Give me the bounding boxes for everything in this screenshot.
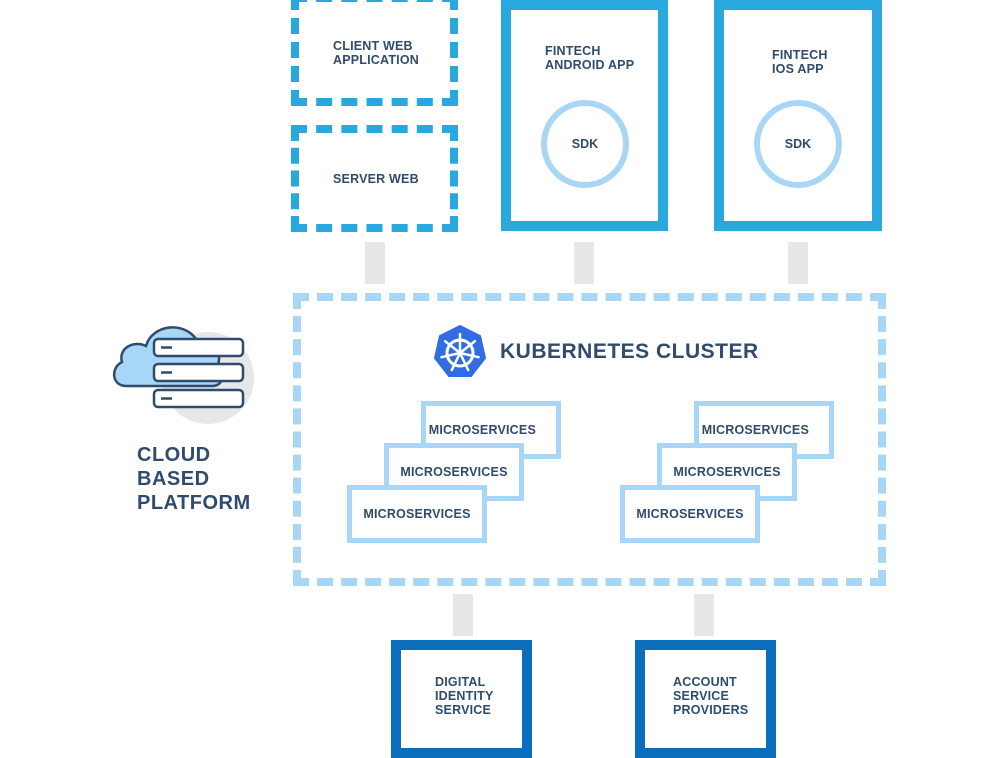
android-app-box: [501, 0, 668, 231]
microservice-box-right-front: MICROSERVICES: [620, 485, 760, 543]
kubernetes-cluster-box: [293, 293, 886, 586]
server-web-label: SERVER WEB: [333, 172, 419, 186]
microservice-box-left-front: MICROSERVICES: [347, 485, 487, 543]
kubernetes-cluster-title: KUBERNETES CLUSTER: [500, 340, 759, 363]
digital-identity-service-box: [391, 640, 532, 758]
client-web-application-box: [291, 0, 458, 106]
digital-identity-service-label: DIGITAL IDENTITY SERVICE: [435, 675, 494, 717]
ios-sdk-label: SDK: [784, 137, 812, 151]
android-sdk-label: SDK: [571, 137, 599, 151]
android-sdk-circle: SDK: [541, 100, 629, 188]
connector-web-cluster: [365, 242, 385, 284]
ios-app-label: FINTECH IOS APP: [772, 48, 828, 76]
ios-app-box: [714, 0, 882, 231]
ios-sdk-circle: SDK: [754, 100, 842, 188]
cloud-platform-label: CLOUD BASED PLATFORM: [137, 444, 251, 514]
connector-ios-cluster: [788, 242, 808, 284]
connector-android-cluster: [574, 242, 594, 284]
connector-cluster-identity: [453, 594, 473, 636]
connector-cluster-account: [694, 594, 714, 636]
android-app-label: FINTECH ANDROID APP: [545, 44, 635, 72]
account-service-providers-label: ACCOUNT SERVICE PROVIDERS: [673, 675, 749, 717]
kubernetes-icon: [432, 324, 488, 380]
server-web-box: [291, 125, 458, 232]
cloud-server-icon: [108, 310, 258, 430]
client-web-application-label: CLIENT WEB APPLICATION: [333, 39, 419, 67]
